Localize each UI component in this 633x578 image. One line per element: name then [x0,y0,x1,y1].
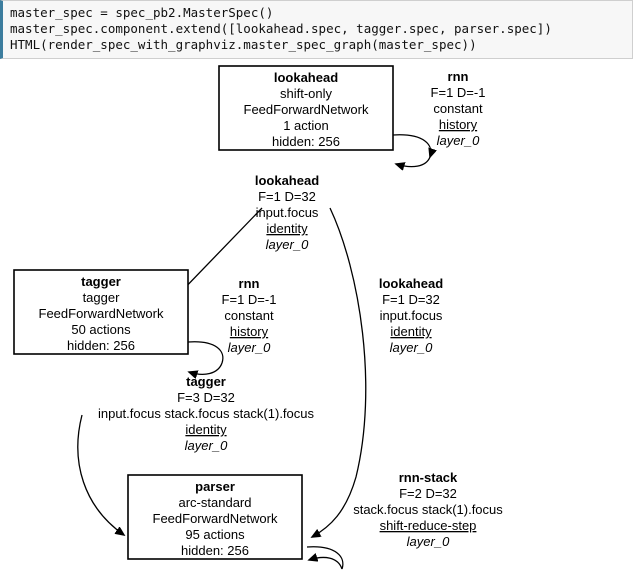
master-spec-graph: lookahead shift-only FeedForwardNetwork … [0,57,633,578]
node-lookahead-line-3: 1 action [283,118,329,133]
edge-label-parser-self-rnn-stack: rnn-stack F=2 D=32 stack.focus stack(1).… [353,470,503,549]
edge-label-dims: F=3 D=32 [177,390,235,405]
node-tagger-box[interactable] [13,269,189,355]
edge-label-features: input.focus stack.focus stack(1).focus [98,406,315,421]
edge-tagger-to-parser [77,414,124,535]
edge-lookahead-to-parser [312,207,367,537]
edge-label-features: stack.focus stack(1).focus [353,502,503,517]
edge-label-link: history [230,324,269,339]
edge-label-title: rnn [448,69,469,84]
node-lookahead-line-1: shift-only [280,86,333,101]
edge-label-features: input.focus [380,308,443,323]
edge-parser-self-rnn-stack-tail [309,557,343,570]
edge-label-title: rnn-stack [399,470,458,485]
edge-label-title: tagger [186,374,226,389]
node-parser-line-2: FeedForwardNetwork [153,511,278,526]
edge-label-tagger-self-rnn: rnn F=1 D=-1 constant history layer_0 [222,276,277,355]
graph-svg: lookahead shift-only FeedForwardNetwork … [13,65,503,570]
edge-label-title: rnn [239,276,260,291]
node-parser-title: parser [195,479,235,494]
edge-label-link: identity [390,324,432,339]
node-tagger-line-2: FeedForwardNetwork [39,306,164,321]
node-lookahead[interactable]: lookahead shift-only FeedForwardNetwork … [218,65,394,151]
edge-label-dims: F=2 D=32 [399,486,457,501]
edge-label-features: constant [224,308,274,323]
node-tagger-line-4: hidden: 256 [67,338,135,353]
edge-label-lookahead-self-rnn: rnn F=1 D=-1 constant history layer_0 [431,69,486,148]
edge-lookahead-self-rnn [392,134,431,157]
edge-label-dims: F=1 D=32 [258,189,316,204]
edge-label-title: lookahead [255,173,319,188]
code-cell[interactable]: master_spec = spec_pb2.MasterSpec() mast… [0,0,633,59]
edge-label-features: input.focus [256,205,319,220]
edge-label-dims: F=1 D=-1 [222,292,277,307]
node-tagger-title: tagger [81,274,121,289]
node-parser[interactable]: parser arc-standard FeedForwardNetwork 9… [127,474,303,560]
node-lookahead-line-4: hidden: 256 [272,134,340,149]
node-lookahead-title: lookahead [274,70,338,85]
edge-label-lookahead-to-tagger: lookahead F=1 D=32 input.focus identity … [255,173,319,252]
edge-tagger-self-rnn [187,341,224,364]
edge-label-dims: F=1 D=-1 [431,85,486,100]
edge-label-link: history [439,117,478,132]
edge-tagger-self-rnn-tail [189,362,223,374]
edge-label-layer: layer_0 [407,534,450,549]
edge-label-features: constant [433,101,483,116]
code-line-1: master_spec = spec_pb2.MasterSpec() [10,5,274,20]
edge-parser-self-rnn-stack [306,546,344,570]
node-lookahead-box[interactable] [218,65,394,151]
edge-label-link: identity [185,422,227,437]
edge-label-layer: layer_0 [437,133,480,148]
edge-label-dims: F=1 D=32 [382,292,440,307]
edge-label-tagger-to-parser: tagger F=3 D=32 input.focus stack.focus … [98,374,315,453]
edge-label-layer: layer_0 [228,340,271,355]
node-lookahead-line-2: FeedForwardNetwork [244,102,369,117]
edge-label-layer: layer_0 [266,237,309,252]
edge-label-layer: layer_0 [390,340,433,355]
node-parser-line-4: hidden: 256 [181,543,249,558]
node-parser-line-3: 95 actions [185,527,245,542]
code-line-2: master_spec.component.extend([lookahead.… [10,21,552,36]
node-tagger-line-3: 50 actions [71,322,131,337]
edge-label-layer: layer_0 [185,438,228,453]
node-tagger[interactable]: tagger tagger FeedForwardNetwork 50 acti… [13,269,189,355]
edge-label-link: shift-reduce-step [380,518,477,533]
code-line-3: HTML(render_spec_with_graphviz.master_sp… [10,37,477,52]
node-parser-box[interactable] [127,474,303,560]
edge-lookahead-self-rnn-tail [396,156,431,167]
node-tagger-line-1: tagger [83,290,121,305]
edge-label-link: identity [266,221,308,236]
edge-label-title: lookahead [379,276,443,291]
node-parser-line-1: arc-standard [179,495,252,510]
edge-label-lookahead-to-parser: lookahead F=1 D=32 input.focus identity … [379,276,443,355]
